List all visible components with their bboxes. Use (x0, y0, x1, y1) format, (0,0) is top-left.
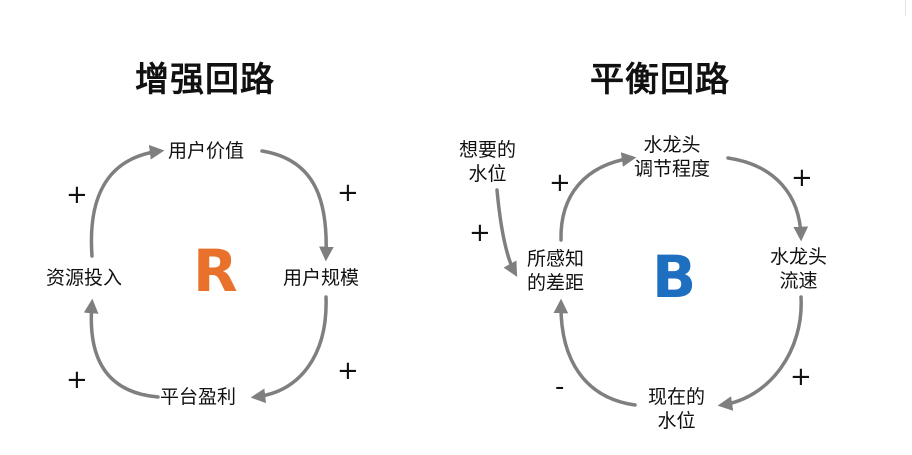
sign-value-to-scale: + (337, 178, 359, 208)
arrow-perceived-gap-to-faucet-adjustment (559, 152, 637, 242)
reinforcing-loop-title: 增强回路 (135, 60, 275, 100)
node-desired-level-line-2: 水位 (468, 163, 507, 185)
node-user-value: 用户价值 (168, 140, 245, 162)
node-desired-level-line-1: 想要的 (459, 139, 517, 161)
arrow-faucet-flow-to-current-level (717, 295, 803, 411)
node-perceived-gap-line-1: 所感知 (527, 248, 585, 270)
arrow-desired-level-to-perceived-gap (495, 188, 518, 277)
node-faucet-adjustment: 水龙头 调节程度 (634, 133, 710, 181)
sign-adjustment-to-flow: + (791, 163, 813, 193)
node-desired-level: 想要的 水位 (459, 138, 516, 186)
node-faucet-adjustment-line-2: 调节程度 (634, 158, 711, 180)
node-current-level-line-2: 水位 (657, 410, 696, 432)
reinforcing-loop-letter: R (193, 237, 238, 305)
arrow-platform-profit-to-resource-input (83, 298, 160, 399)
node-faucet-adjustment-line-1: 水龙头 (643, 134, 701, 156)
sign-scale-to-profit: + (337, 356, 359, 386)
arrow-resource-input-to-user-value (89, 145, 165, 258)
arrow-faucet-adjustment-to-faucet-flow (726, 156, 809, 242)
sign-desired-to-gap: + (469, 218, 491, 248)
node-faucet-flow-line-2: 流速 (779, 270, 818, 292)
arrow-user-value-to-user-scale (260, 149, 334, 262)
node-platform-profit: 平台盈利 (160, 386, 237, 408)
arrow-user-scale-to-platform-profit (250, 295, 328, 404)
sign-flow-to-level: + (790, 362, 812, 392)
corner-divider (905, 0, 906, 16)
node-current-level: 现在的 水位 (648, 385, 705, 433)
node-user-scale: 用户规模 (283, 267, 360, 289)
arrow-current-level-to-perceived-gap (553, 298, 637, 407)
balancing-loop-title: 平衡回路 (590, 60, 730, 100)
node-resource-input: 资源投入 (46, 267, 123, 289)
sign-profit-to-resource: + (66, 365, 88, 395)
node-faucet-flow: 水龙头 流速 (770, 245, 827, 293)
node-faucet-flow-line-1: 水龙头 (770, 246, 828, 268)
node-current-level-line-1: 现在的 (648, 386, 706, 408)
sign-resource-to-value: + (66, 180, 88, 210)
node-perceived-gap: 所感知 的差距 (527, 247, 584, 295)
node-perceived-gap-line-2: 的差距 (527, 272, 585, 294)
sign-gap-to-adjustment: + (549, 168, 571, 198)
balancing-loop-letter: B (652, 243, 697, 311)
sign-level-to-gap: - (555, 372, 565, 402)
